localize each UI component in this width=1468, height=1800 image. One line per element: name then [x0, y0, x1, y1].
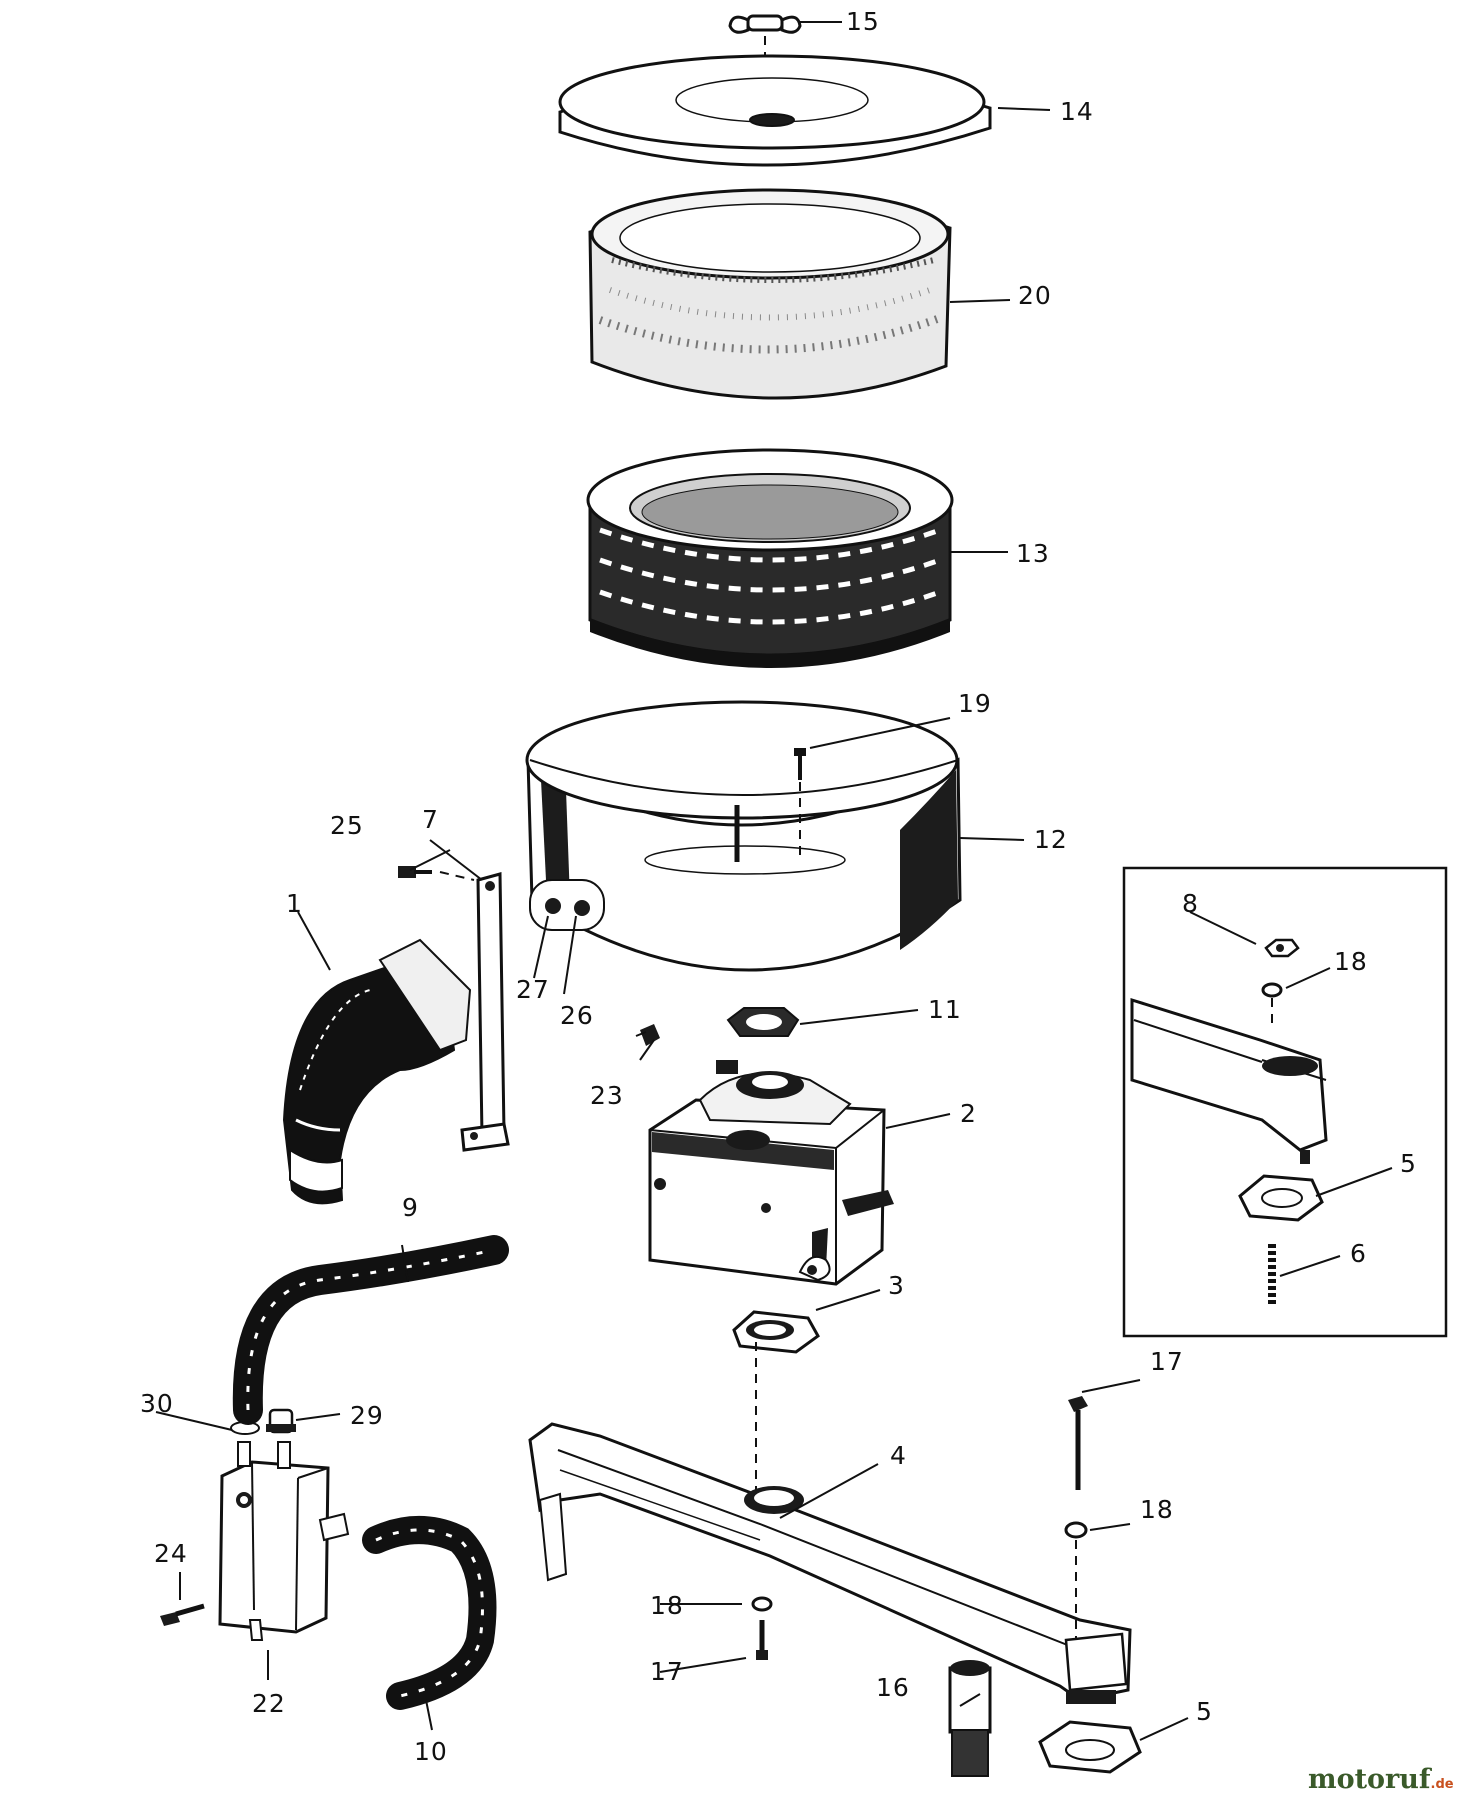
gasket-part-5-inset	[1238, 1174, 1324, 1222]
callout-1: 1	[286, 889, 303, 918]
watermark-suffix: .de	[1431, 1777, 1454, 1792]
wing-nut-part	[728, 14, 802, 34]
fuel-pump-part	[218, 1441, 350, 1641]
watermark-brand: motoruf	[1308, 1764, 1433, 1795]
callout-5-inset: 5	[1400, 1149, 1417, 1178]
axis-line-25	[439, 871, 475, 881]
svg-text:motoruf.de: motoruf.de	[1308, 1764, 1454, 1795]
callout-7: 7	[422, 805, 439, 834]
gasket-part-11	[726, 1007, 800, 1037]
callout-18-right: 18	[1140, 1495, 1174, 1524]
callout-27: 27	[516, 975, 550, 1004]
screw-part-24	[160, 1603, 205, 1626]
callout-labels: 15 14 20 13 19 12 25 7 1 27 26 23 11 2 3…	[140, 7, 1417, 1766]
air-filter-element-part	[586, 448, 954, 668]
watermark-logo: motoruf.de	[1308, 1764, 1454, 1795]
callout-18-inset: 18	[1334, 947, 1368, 976]
nut-part-8	[1264, 938, 1300, 958]
bracket-part	[460, 872, 510, 1152]
callout-29: 29	[350, 1401, 384, 1430]
callout-3: 3	[888, 1271, 905, 1300]
hose-part-10	[362, 1516, 497, 1710]
intake-manifold-part	[528, 1422, 1132, 1704]
air-cleaner-base-part	[525, 700, 962, 972]
clip-part-23	[635, 1024, 660, 1046]
callout-26: 26	[560, 1001, 594, 1030]
gasket-part-5-bottom	[1038, 1720, 1142, 1774]
washer-part-18-inset	[1261, 982, 1283, 998]
callout-6: 6	[1350, 1239, 1367, 1268]
inset-manifold-part	[1130, 997, 1328, 1164]
bolt-part-17-bottom	[756, 1620, 768, 1660]
callout-17-right: 17	[1150, 1347, 1184, 1376]
callout-13: 13	[1016, 539, 1050, 568]
callout-12: 12	[1034, 825, 1068, 854]
fitting-part-16	[948, 1660, 992, 1777]
callout-4: 4	[890, 1441, 907, 1470]
callout-25: 25	[330, 811, 364, 840]
o-ring-part	[230, 1421, 260, 1435]
callout-16: 16	[876, 1673, 910, 1702]
intake-elbow-part	[282, 938, 472, 1205]
callout-11: 11	[928, 995, 962, 1024]
air-cleaner-cover-part	[558, 54, 992, 167]
callout-17-bottom: 17	[650, 1657, 684, 1686]
washer-part-18-right	[1064, 1521, 1088, 1539]
callout-15: 15	[846, 7, 880, 36]
carburetor-part	[648, 1060, 894, 1286]
callout-8: 8	[1182, 889, 1199, 918]
washer-part-18-bottom	[751, 1596, 773, 1612]
callout-10: 10	[414, 1737, 448, 1766]
callout-22: 22	[252, 1689, 286, 1718]
cap-part-29	[266, 1408, 296, 1434]
callout-18-bottom: 18	[650, 1591, 684, 1620]
callout-19: 19	[958, 689, 992, 718]
gasket-part-3	[732, 1310, 820, 1354]
callout-5-bottom: 5	[1196, 1697, 1213, 1726]
hose-part-9	[232, 1235, 509, 1425]
bolt-part-17-right	[1068, 1396, 1088, 1490]
callout-23: 23	[590, 1081, 624, 1110]
inset-detail-box	[1122, 866, 1448, 1338]
callout-14: 14	[1060, 97, 1094, 126]
pre-cleaner-foam-part	[588, 188, 952, 400]
callout-24: 24	[154, 1539, 188, 1568]
screw-part-19	[794, 748, 806, 780]
leader-lines	[155, 21, 1393, 1741]
callout-20: 20	[1018, 281, 1052, 310]
callout-2: 2	[960, 1099, 977, 1128]
callout-30: 30	[140, 1389, 174, 1418]
callout-9: 9	[402, 1193, 419, 1222]
